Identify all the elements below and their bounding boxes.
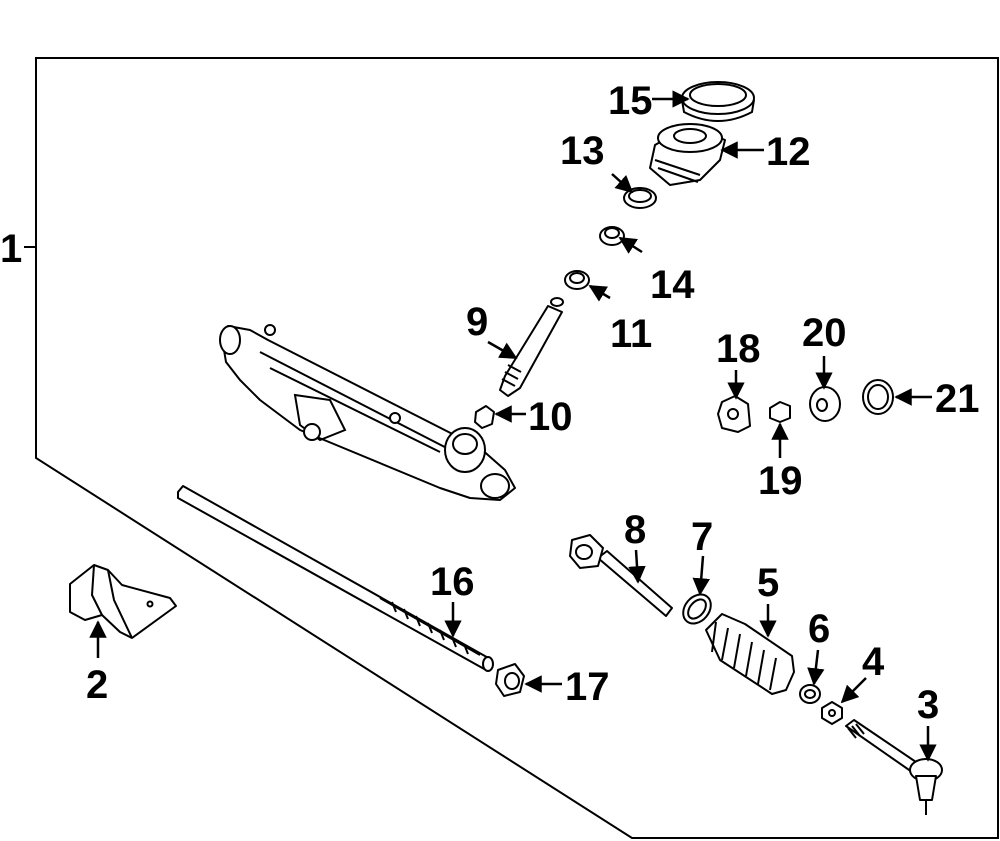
rack-bar (177, 485, 494, 672)
outer-tie-rod-end (845, 719, 943, 815)
callout-8: 8 (624, 508, 646, 552)
leader-arrows (89, 90, 937, 762)
callout-19: 19 (758, 459, 803, 503)
pinion-bushing (474, 405, 495, 429)
callout-4: 4 (862, 640, 885, 684)
callout-17: 17 (565, 665, 610, 709)
rack-mount (717, 395, 751, 433)
callout-16: 16 (430, 560, 475, 604)
callout-2: 2 (86, 663, 108, 707)
mount-insulator (809, 386, 841, 422)
callout-15: 15 (608, 79, 653, 123)
boot-clamp (682, 593, 712, 625)
callout-9: 9 (466, 300, 488, 344)
o-ring (862, 379, 894, 415)
grommet-ring (681, 81, 755, 122)
callout-3: 3 (917, 683, 939, 727)
callout-20: 20 (802, 311, 847, 355)
callout-7: 7 (691, 515, 713, 559)
callout-13: 13 (560, 129, 605, 173)
jam-nut (821, 701, 843, 725)
mount-bushing (769, 401, 791, 423)
rack-boot (705, 613, 795, 695)
inner-tie-rod (569, 534, 673, 617)
pinion-shaft (499, 297, 564, 397)
callout-5: 5 (757, 561, 779, 605)
callout-12: 12 (766, 130, 811, 174)
steering-gear-housing (219, 324, 516, 501)
boot-clamp-small (799, 684, 821, 704)
callout-14: 14 (650, 263, 695, 307)
callout-11: 11 (610, 312, 652, 356)
snap-ring (623, 187, 657, 209)
column-seal-boot (649, 123, 726, 186)
callout-18: 18 (716, 327, 761, 371)
callout-6: 6 (808, 607, 830, 651)
callout-21: 21 (935, 377, 980, 421)
assembly-boundary-frame (35, 57, 999, 839)
pinion-bearing (599, 226, 625, 246)
rack-bushing (495, 663, 525, 697)
callout-labels: 1 2 3 4 5 6 7 8 9 10 11 12 13 14 15 16 1… (0, 79, 980, 727)
pinion-seal (564, 270, 590, 290)
callout-10: 10 (528, 395, 573, 439)
callout-1: 1 (0, 227, 22, 271)
heat-shield (69, 564, 177, 639)
